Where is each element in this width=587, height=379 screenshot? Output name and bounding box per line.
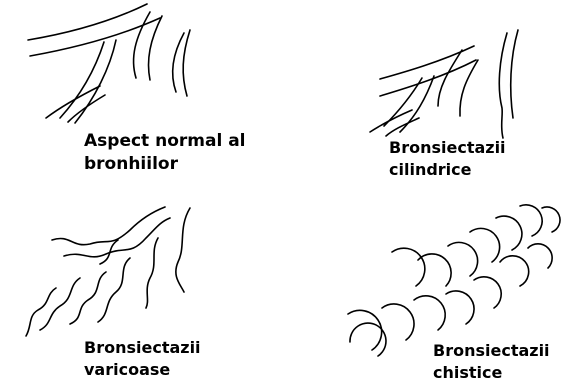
caption-cylindrical: Bronsiectazii cilindrice <box>389 137 506 180</box>
varicose-bronchiectasis-drawing <box>26 207 190 336</box>
caption-varicose-line2: varicoase <box>84 359 201 379</box>
caption-cystic-line2: chistice <box>433 362 550 379</box>
caption-varicose: Bronsiectazii varicoase <box>84 337 201 379</box>
caption-cylindrical-line1: Bronsiectazii <box>389 137 506 159</box>
caption-normal-line2: bronhiilor <box>84 153 246 176</box>
cystic-bronchiectasis-drawing <box>348 205 560 356</box>
cylindrical-bronchiectasis-drawing <box>370 30 518 138</box>
caption-cystic-line1: Bronsiectazii <box>433 340 550 362</box>
caption-varicose-line1: Bronsiectazii <box>84 337 201 359</box>
caption-cystic: Bronsiectazii chistice <box>433 340 550 379</box>
caption-cylindrical-line2: cilindrice <box>389 159 506 181</box>
caption-normal-line1: Aspect normal al <box>84 130 246 153</box>
caption-normal-bronchi: Aspect normal al bronhiilor <box>84 130 246 176</box>
normal-bronchi-drawing <box>28 4 190 123</box>
